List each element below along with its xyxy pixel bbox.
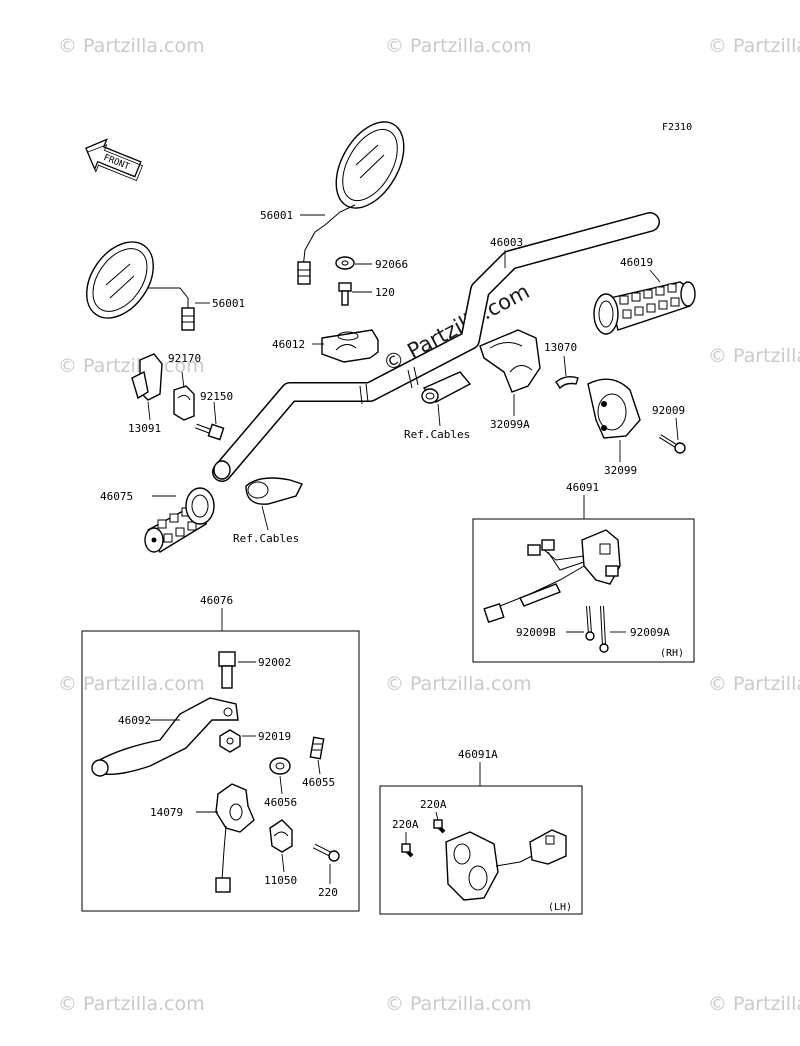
bracket-13091 [131,353,163,401]
svg-text:© Partzilla.com: © Partzilla.com [385,673,532,695]
label-adjuster: 46055 [302,776,335,789]
lever-assembly-box [81,630,360,912]
label-nut-46056: 46056 [264,796,297,809]
lever-holder [215,783,255,893]
handlebar-holder [321,329,379,363]
nut-92019 [219,729,241,753]
clutch-lever [91,697,239,777]
svg-text:© Partzilla.com: © Partzilla.com [708,673,800,695]
svg-text:© Partzilla.com: © Partzilla.com [58,993,205,1015]
label-washer: 92066 [375,258,408,271]
svg-text:© Partzilla.com: © Partzilla.com [58,673,205,695]
label-bolt-92150: 92150 [200,390,233,403]
label-holder: 46012 [272,338,305,351]
label-bolt-220: 220 [318,886,338,899]
label-screw-92009: 92009 [652,404,685,417]
label-grip-left: 46075 [100,490,133,503]
screw-92009 [658,434,686,454]
label-ref-cables-left: Ref.Cables [233,532,299,545]
rh-tag: (RH) [660,648,684,659]
bolt-92150 [195,423,225,441]
switch-lh [445,829,567,901]
switch-rh [483,529,621,624]
screw-92009b [585,605,595,641]
label-lever-holder: 14079 [150,806,183,819]
label-mirror-left: 56001 [212,297,245,310]
svg-text:© Partzilla.com: © Partzilla.com [708,993,800,1015]
cable-boot-left [245,477,303,505]
label-handlebar: 46003 [490,236,523,249]
label-insert: 13070 [544,341,577,354]
front-arrow-icon: FRONT [85,138,143,182]
bolt-220 [312,843,340,862]
label-lever: 46092 [118,714,151,727]
label-screw-92009a: 92009A [630,626,670,639]
label-clamp: 11050 [264,874,297,887]
throttle-housing [587,378,641,439]
svg-text:© Partzilla.com: © Partzilla.com [385,35,532,57]
adjuster-46055 [309,736,325,760]
washer-92066 [335,256,355,270]
svg-text:© Partzilla.com: © Partzilla.com [385,993,532,1015]
nut-46056 [269,757,291,775]
throttle-housing-a [479,329,541,393]
svg-text:© Partzilla.com: © Partzilla.com [708,35,800,57]
screw-220a-2 [401,843,414,858]
label-lever-assy: 46076 [200,594,233,607]
label-screw-220a-1: 220A [420,798,447,811]
svg-text:© Partzilla.com: © Partzilla.com [58,355,205,377]
label-bolt-120: 120 [375,286,395,299]
screw-92009a [599,605,609,653]
label-mirror-right: 56001 [260,209,293,222]
switch-rh-box [472,518,695,663]
cable-boot-right [421,371,472,404]
label-nut-92019: 92019 [258,730,291,743]
bolt-120 [338,282,352,306]
switch-lh-box [379,785,583,915]
label-bracket-92170: 92170 [168,352,201,365]
insert-13070 [555,375,579,390]
label-bolt-92002: 92002 [258,656,291,669]
lh-tag: (LH) [548,902,572,913]
label-grip-right: 46019 [620,256,653,269]
label-bracket-13091: 13091 [128,422,161,435]
label-housing: 32099 [604,464,637,477]
mirror-left [86,241,195,331]
label-switch-rh: 46091 [566,481,599,494]
label-screw-220a-2: 220A [392,818,419,831]
bolt-92002 [218,651,236,689]
label-housing-a: 32099A [490,418,530,431]
bracket-92170 [173,385,195,421]
svg-text:© Partzilla.com: © Partzilla.com [708,345,800,367]
label-switch-lh: 46091A [458,748,498,761]
watermark-layer: © Partzilla.com © Partzilla.com © Partzi… [58,35,800,1015]
mirror-right [297,121,405,285]
label-screw-92009b: 92009B [516,626,556,639]
screw-220a-1 [433,819,446,834]
grip-right [593,281,696,335]
clamp-11050 [269,819,293,853]
label-ref-cables-right: Ref.Cables [404,428,470,441]
svg-text:© Partzilla.com: © Partzilla.com [58,35,205,57]
grip-left [144,487,215,553]
figure-code: F2310 [662,122,692,133]
